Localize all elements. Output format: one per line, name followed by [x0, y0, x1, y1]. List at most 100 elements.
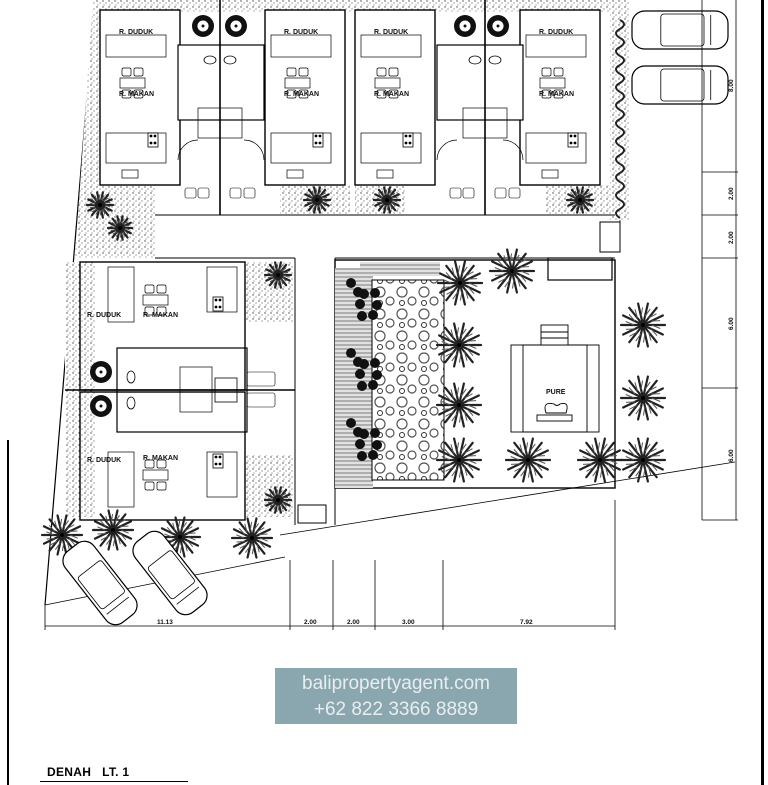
- palm-leaf: [461, 266, 468, 275]
- stove-icon: [567, 132, 579, 148]
- drawing-title: DENAH LT. 1: [47, 765, 129, 779]
- palm-frond: [438, 394, 461, 407]
- palm-frond: [628, 458, 645, 479]
- palm-frond: [637, 323, 645, 348]
- palm-frond: [439, 272, 462, 285]
- palm-leaf: [642, 333, 646, 343]
- palm-tree-icon: [230, 517, 274, 559]
- palm-leaf: [651, 397, 661, 402]
- car-icon: [631, 10, 729, 50]
- palm-leaf: [117, 519, 126, 525]
- palm-leaf: [529, 443, 536, 452]
- palm-frond: [48, 518, 64, 537]
- palm-leaf: [278, 265, 283, 271]
- chair: [541, 67, 552, 77]
- palm-leaf: [91, 198, 96, 204]
- palm-leaf: [571, 203, 577, 208]
- palm-frond: [111, 520, 133, 532]
- palm-frond: [641, 387, 664, 400]
- palm-frond: [522, 458, 530, 483]
- palm-frond: [594, 437, 602, 462]
- palm-frond: [641, 458, 649, 483]
- toilet-icon: [468, 55, 482, 65]
- burner: [149, 141, 153, 145]
- palm-leaf: [120, 218, 125, 224]
- car-body: [631, 65, 729, 105]
- palm-trunk: [598, 458, 602, 462]
- burner: [314, 141, 318, 145]
- palm-leaf: [460, 443, 467, 452]
- palm-leaf: [579, 204, 582, 211]
- palm-frond: [641, 323, 649, 348]
- palm-trunk: [457, 403, 461, 407]
- sink-icon: [376, 169, 394, 179]
- service-core-1: [177, 0, 265, 215]
- palm-leaf: [392, 199, 398, 203]
- chair: [298, 67, 309, 77]
- palm-leaf: [280, 503, 284, 510]
- palm-leaf: [513, 449, 521, 457]
- car-body: [132, 530, 208, 616]
- palm-trunk: [60, 533, 64, 537]
- shrub-cluster: [355, 299, 365, 309]
- palm-frond: [510, 269, 533, 282]
- dimension-right-labels: 8.00 2.00 2.00 6.00 6.00: [728, 79, 735, 462]
- chair: [156, 459, 167, 469]
- palm-frond: [526, 458, 534, 483]
- palm-frond: [174, 516, 182, 539]
- burner: [318, 134, 322, 138]
- palm-leaf: [112, 537, 116, 547]
- room-label-living: R. DUDUK: [87, 457, 121, 464]
- palm-leaf: [464, 393, 473, 399]
- palm-leaf: [650, 328, 658, 336]
- palm-tree-icon: [576, 437, 624, 483]
- unit-wall: [519, 9, 601, 186]
- palm-leaf: [46, 531, 55, 536]
- palm-leaf: [441, 463, 452, 465]
- palm-leaf: [451, 353, 458, 362]
- chair: [156, 306, 167, 316]
- palm-frond: [60, 518, 76, 537]
- sofa: [107, 451, 135, 508]
- palm-trunk: [641, 323, 645, 327]
- palm-leaf: [458, 353, 462, 363]
- palm-leaf: [245, 545, 251, 553]
- palm-leaf: [628, 387, 636, 395]
- car-roof: [77, 560, 125, 610]
- car-roof: [660, 68, 705, 102]
- palm-leaf: [102, 208, 106, 215]
- palm-frond: [246, 517, 254, 540]
- palm-frond: [641, 441, 658, 462]
- shrub-cluster: [370, 428, 380, 438]
- palm-leaf: [466, 340, 477, 342]
- palm-frond: [42, 525, 64, 537]
- burner: [214, 305, 218, 309]
- palm-frond: [507, 449, 530, 462]
- palm-leaf: [648, 466, 652, 476]
- stairs: [179, 366, 213, 413]
- palm-frond: [178, 516, 186, 539]
- palm-leaf: [651, 459, 661, 464]
- palm-frond: [60, 533, 82, 545]
- shrub-cluster: [353, 427, 363, 437]
- palm-frond: [491, 260, 514, 273]
- palm-frond: [166, 520, 182, 539]
- palm-leaf: [625, 394, 635, 399]
- palm-leaf: [389, 203, 393, 210]
- palm-frond: [637, 302, 645, 327]
- palm-tree-icon: [263, 261, 293, 289]
- palm-leaf: [635, 406, 642, 415]
- palm-frond: [457, 437, 465, 462]
- dim-bottom-4: 3.00: [402, 619, 415, 626]
- palm-frond: [641, 314, 664, 327]
- chair: [121, 89, 132, 99]
- toilet-icon: [223, 55, 237, 65]
- toilet-icon: [126, 396, 136, 410]
- palm-leaf: [445, 351, 454, 357]
- door-swing: [177, 139, 265, 161]
- palm-leaf: [256, 544, 260, 553]
- palm-frond: [250, 536, 272, 548]
- palm-leaf: [514, 466, 523, 472]
- palm-leaf: [571, 193, 576, 199]
